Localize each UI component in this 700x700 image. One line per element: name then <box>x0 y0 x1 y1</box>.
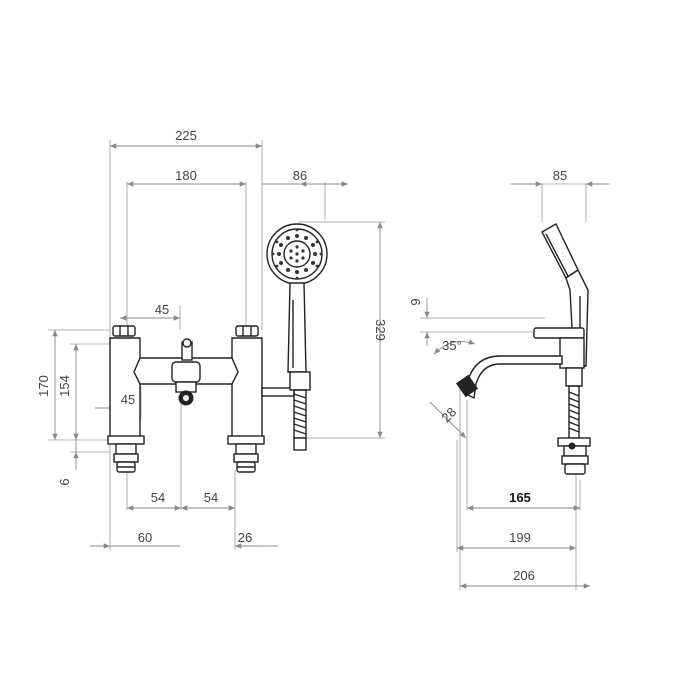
side-dimension-lines <box>424 181 608 589</box>
dim-overall-width: 225 <box>175 128 197 143</box>
dim-holder-width: 85 <box>553 168 567 183</box>
dim-left-margin: 60 <box>138 530 152 545</box>
dim-base-thickness: 6 <box>57 478 72 485</box>
side-dimension-labels: 85 9 35° 28 165 199 206 <box>408 168 567 583</box>
dim-spout-reach: 165 <box>509 490 531 505</box>
dim-centres: 180 <box>175 168 197 183</box>
dim-offset-top: 9 <box>408 298 423 305</box>
dim-right-half: 54 <box>204 490 218 505</box>
dim-spout-drop: 28 <box>438 404 459 425</box>
front-extension-lines <box>48 140 385 550</box>
front-dimension-labels: 225 180 86 45 45 170 154 6 54 54 60 26 3… <box>36 128 388 545</box>
front-dimension-lines <box>52 143 383 549</box>
dim-spout-gap: 45 <box>121 392 135 407</box>
dim-height-to-top: 170 <box>36 375 51 397</box>
dim-right-margin: 26 <box>238 530 252 545</box>
dim-angle: 35° <box>442 338 462 353</box>
dim-reach-total: 206 <box>513 568 535 583</box>
front-view: 225 180 86 45 45 170 154 6 54 54 60 26 3… <box>36 128 388 550</box>
side-mixer-body <box>455 223 591 475</box>
handset-nozzles <box>271 228 323 280</box>
shower-hose <box>293 389 307 451</box>
dim-reach-mid: 199 <box>509 530 531 545</box>
side-view: 85 9 35° 28 165 199 206 <box>408 168 610 590</box>
dim-left-half: 54 <box>151 490 165 505</box>
dim-handset-height: 329 <box>373 319 388 341</box>
dim-handset-offset: 86 <box>293 168 307 183</box>
dim-height-to-spout: 154 <box>57 375 72 397</box>
dim-top-gap: 45 <box>155 302 169 317</box>
mixer-body <box>107 325 295 473</box>
shower-handset <box>266 223 328 451</box>
